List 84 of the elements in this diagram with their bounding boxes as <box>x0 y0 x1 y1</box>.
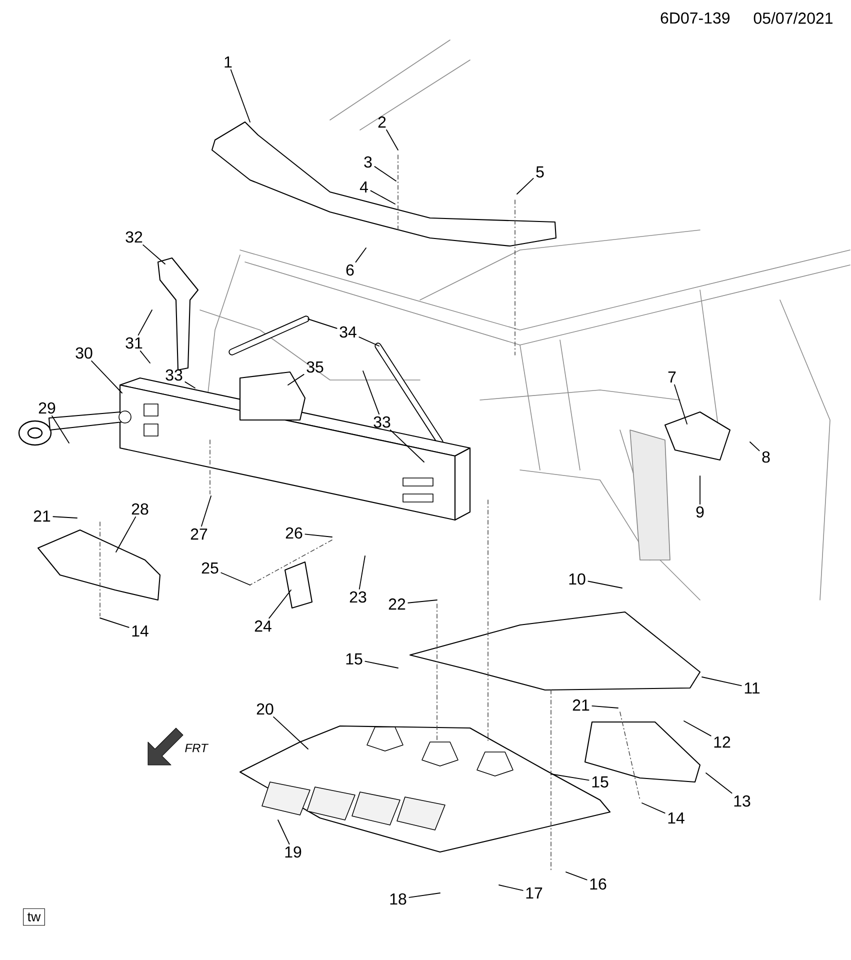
callout-number: 28 <box>132 503 148 515</box>
leader-line <box>374 166 396 182</box>
callout-number: 10 <box>569 573 586 585</box>
callout-number: 14 <box>132 626 148 636</box>
drawing-number: 6D07-139 <box>660 12 730 24</box>
callout-number: 29 <box>38 402 56 414</box>
leader-line <box>370 190 396 204</box>
leader-line <box>201 496 212 527</box>
boxed-label: tw <box>23 908 45 926</box>
callout-number: 19 <box>285 846 302 858</box>
leader-line <box>304 534 332 538</box>
leader-line <box>386 129 398 150</box>
leader-line <box>684 720 712 736</box>
leader-line <box>588 580 622 588</box>
leader-line <box>278 820 290 845</box>
leader-line <box>498 884 524 891</box>
leader-line <box>750 442 760 452</box>
callout-number: 22 <box>388 598 406 610</box>
leader-line <box>100 618 130 628</box>
callout-number: 25 <box>202 562 218 574</box>
leader-line <box>142 244 166 264</box>
callout-number: 2 <box>378 116 386 128</box>
callout-number: 4 <box>360 182 368 192</box>
leader-line <box>140 350 150 364</box>
callout-number: 20 <box>256 703 274 715</box>
leader-line <box>116 516 136 552</box>
callout-number: 33 <box>166 369 182 381</box>
leader-line <box>288 374 304 386</box>
callout-number: 27 <box>190 528 208 540</box>
leader-line <box>706 772 732 794</box>
callout-number: 24 <box>254 620 272 632</box>
callout-number: 23 <box>350 591 366 603</box>
callout-number: 12 <box>714 736 730 748</box>
callout-number: 6 <box>346 264 354 276</box>
leader-line <box>52 415 70 444</box>
callout-number: 8 <box>762 451 770 463</box>
leader-line <box>364 660 398 668</box>
callout-number: 17 <box>526 888 542 899</box>
leader-line <box>408 892 440 898</box>
leader-line <box>674 384 688 424</box>
callout-number: 18 <box>390 893 406 905</box>
leader-line <box>308 318 338 329</box>
leader-line <box>220 572 250 586</box>
leader-line <box>268 590 292 619</box>
callout-number: 9 <box>696 506 704 518</box>
leader-line <box>355 248 366 263</box>
leader-line <box>550 774 590 781</box>
leader-line <box>358 336 380 346</box>
callout-number: 14 <box>668 812 684 824</box>
leader-line <box>362 370 380 415</box>
callout-number: 26 <box>286 527 302 539</box>
callout-number: 32 <box>126 231 142 243</box>
callout-number: 15 <box>592 776 608 788</box>
callout-number: 15 <box>346 653 362 665</box>
callout-number: 5 <box>536 166 544 178</box>
leader-line <box>642 802 666 814</box>
leader-line <box>358 556 366 590</box>
leader-line <box>184 381 196 388</box>
callout-number: 3 <box>364 156 372 168</box>
leader-line <box>566 872 588 880</box>
leader-line <box>230 69 250 122</box>
callout-number: 11 <box>744 682 760 694</box>
callout-number: 7 <box>668 372 676 382</box>
callout-number: 21 <box>572 699 590 711</box>
leader-line <box>273 716 308 750</box>
callout-number: 34 <box>340 326 356 338</box>
leader-line <box>592 705 618 708</box>
leader-line <box>91 360 122 394</box>
direction-label: FRT <box>185 744 209 752</box>
callout-number: 21 <box>34 510 50 522</box>
callout-number: 16 <box>590 878 606 890</box>
callout-number: 13 <box>734 795 750 807</box>
leader-line <box>408 600 438 604</box>
leader-line <box>390 429 424 462</box>
callout-number: 30 <box>76 347 92 359</box>
date-label: 05/07/2021 <box>754 12 832 24</box>
callout-number: 35 <box>306 361 324 373</box>
leader-line <box>138 310 152 336</box>
leader-line <box>52 516 78 518</box>
callout-number: 33 <box>374 416 390 428</box>
callout-number: 31 <box>126 337 142 349</box>
leader-line <box>516 178 534 194</box>
leader-line <box>702 676 742 686</box>
callout-number: 1 <box>224 56 232 68</box>
